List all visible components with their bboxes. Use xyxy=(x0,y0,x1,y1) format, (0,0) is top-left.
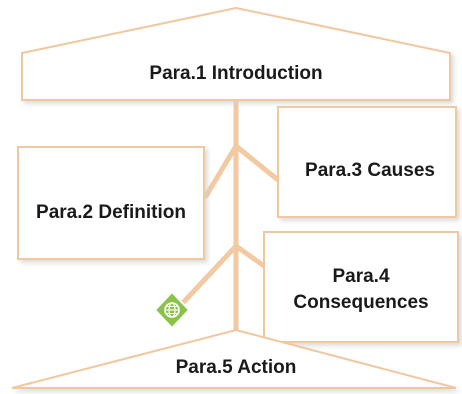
definition-label: Para.2 Definition xyxy=(36,202,186,223)
consequences-label: Para.4 Consequences xyxy=(264,252,458,328)
consequences-label-line2: Consequences xyxy=(293,292,429,313)
branch-to-consequences xyxy=(233,243,267,269)
branch-to-causes xyxy=(233,143,281,183)
action-label: Para.5 Action xyxy=(175,357,297,378)
consequences-label-line1: Para.4 xyxy=(332,266,390,287)
connector-lines xyxy=(177,97,281,341)
introduction-shape xyxy=(21,6,451,101)
consequences-box xyxy=(263,231,459,343)
causes-label: Para.3 Causes xyxy=(305,160,435,181)
globe-diamond-icon xyxy=(153,290,191,330)
branch-to-marker xyxy=(177,243,239,309)
action-shape xyxy=(11,328,457,389)
definition-box xyxy=(17,146,205,260)
causes-box xyxy=(277,106,457,218)
introduction-label: Para.1 Introduction xyxy=(149,63,323,84)
branch-to-definition xyxy=(203,143,239,199)
